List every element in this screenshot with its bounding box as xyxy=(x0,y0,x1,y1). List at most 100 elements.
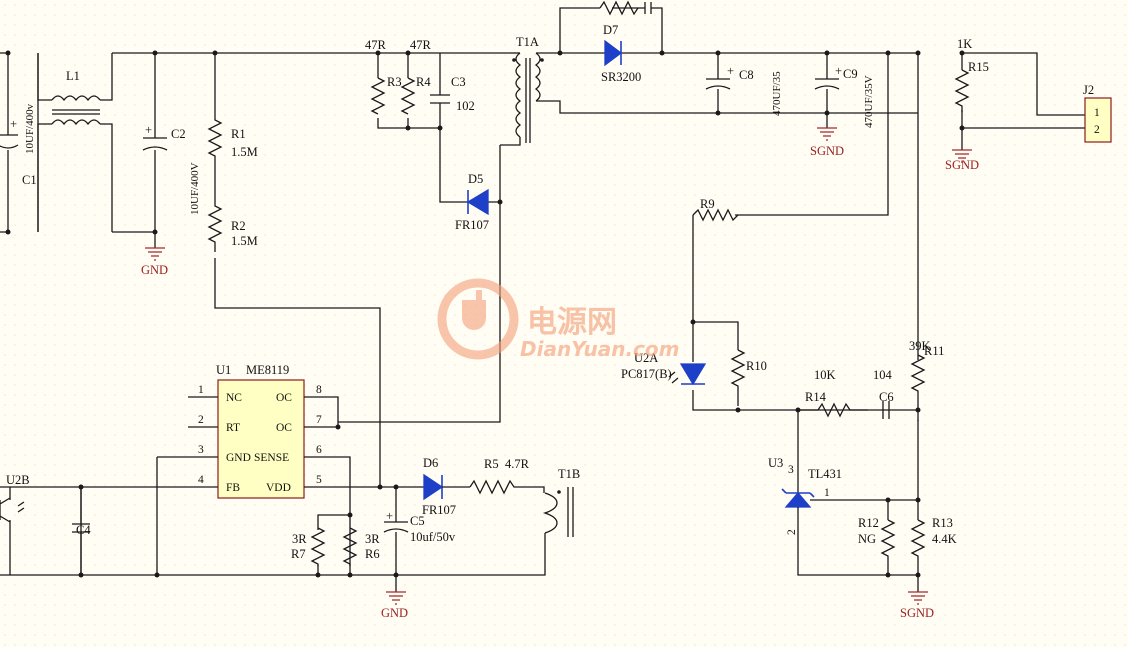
r2-to-vdd-wire xyxy=(214,258,381,487)
svg-text:3: 3 xyxy=(788,464,794,476)
r5-resistor: R5 4.7R xyxy=(469,457,545,495)
svg-text:GND: GND xyxy=(226,452,251,464)
r9-resistor: R9 xyxy=(690,197,739,350)
u3-tl431: U3 TL431 3 1 2 xyxy=(768,456,921,576)
svg-text:8: 8 xyxy=(316,384,322,396)
r2-resistor: R2 1.5M xyxy=(207,166,258,252)
svg-text:+: + xyxy=(386,509,393,523)
svg-text:4: 4 xyxy=(198,474,204,486)
r6-value: 3R xyxy=(365,532,380,546)
r11-ref: R11 xyxy=(924,344,944,358)
u2b-ref: U2B xyxy=(6,473,30,487)
svg-text:1: 1 xyxy=(824,487,830,499)
r2-ref: R2 xyxy=(231,219,246,233)
watermark-cn: 电源网 xyxy=(527,305,617,340)
svg-text:+: + xyxy=(835,64,842,78)
gnd1-label: GND xyxy=(141,263,168,277)
j2-ref: J2 xyxy=(1083,83,1094,97)
r1-ref: R1 xyxy=(231,127,246,141)
svg-text:RT: RT xyxy=(226,422,240,434)
u1-controller: U1 ME8119 1 2 3 4 NC RT GND FB 8 7 6 5 O… xyxy=(0,363,383,575)
r12-ref: R12 xyxy=(858,516,879,530)
r13-resistor: R13 4.4K SGND xyxy=(900,500,957,620)
sgnd1-label: SGND xyxy=(810,144,844,158)
r12-resistor: R12 NG xyxy=(858,500,896,578)
c3-capacitor: C3 102 xyxy=(378,52,510,131)
c4-capacitor: C4 xyxy=(72,487,91,575)
t1a-transformer: T1A xyxy=(500,35,918,146)
svg-text:1: 1 xyxy=(198,384,204,396)
u1-value: ME8119 xyxy=(246,363,289,377)
r13-ref: R13 xyxy=(932,516,953,530)
svg-text:FB: FB xyxy=(226,482,240,494)
svg-text:2: 2 xyxy=(786,529,798,535)
j2-connector: J2 1 2 xyxy=(962,52,1112,143)
gnd2-label: GND xyxy=(381,606,408,620)
u2b-phototransistor: U2B xyxy=(0,473,30,575)
c4-ref: C4 xyxy=(76,523,91,537)
c5-ref: C5 xyxy=(410,514,425,528)
r3-resistor: 47R R3 xyxy=(365,38,440,129)
d6-ref: D6 xyxy=(423,456,438,470)
c2-capacitor: + C2 10UF/400V GND xyxy=(112,50,201,277)
r4-value: 47R xyxy=(410,38,432,52)
l1-ref: L1 xyxy=(66,69,80,83)
r7-value: 3R xyxy=(292,532,307,546)
r3-ref: R3 xyxy=(387,75,402,89)
c1-capacitor: + 10UF/400v C1 xyxy=(0,50,39,235)
r2-value: 1.5M xyxy=(231,234,258,248)
c6-ref: C6 xyxy=(879,390,894,404)
r6-ref: R6 xyxy=(365,547,380,561)
r14-resistor: 10K R14 xyxy=(795,368,868,495)
r13-value: 4.4K xyxy=(932,532,957,546)
svg-text:1: 1 xyxy=(1094,107,1100,119)
svg-text:3: 3 xyxy=(198,444,204,456)
r11-value: 39K xyxy=(909,339,931,353)
d6-value: FR107 xyxy=(422,503,456,517)
svg-text:2: 2 xyxy=(1094,124,1100,136)
svg-text:7: 7 xyxy=(316,414,322,426)
svg-text:OC: OC xyxy=(276,422,292,434)
c9-ref: C9 xyxy=(843,67,858,81)
d5-diode: D5 FR107 xyxy=(338,128,503,423)
c2-value: 10UF/400V xyxy=(189,162,201,215)
d5-ref: D5 xyxy=(468,172,483,186)
c8-value: 470UF/35 xyxy=(771,71,783,116)
watermark-en: DianYuan.com xyxy=(520,337,679,361)
r5-value: 4.7R xyxy=(505,457,530,471)
r14-ref: R14 xyxy=(805,390,827,404)
svg-text:+: + xyxy=(10,117,17,131)
u2a-ref: U2A xyxy=(634,351,658,365)
u2a-value: PC817(B) xyxy=(621,367,672,381)
sgnd3-label: SGND xyxy=(900,606,934,620)
l1-inductor: L1 xyxy=(37,53,113,232)
svg-text:5: 5 xyxy=(316,474,322,486)
c6-capacitor: 104 C6 xyxy=(873,368,921,419)
r11-resistor: 39K R11 xyxy=(909,339,944,500)
t1b-transformer: T1B xyxy=(542,467,580,537)
sgnd2-label: SGND xyxy=(945,158,979,172)
r10-resistor: R10 xyxy=(730,349,767,413)
d7-diode: D7 SR3200 xyxy=(557,0,918,84)
c1-ref: C1 xyxy=(22,173,37,187)
svg-text:+: + xyxy=(727,64,734,78)
svg-text:OC: OC xyxy=(276,392,292,404)
t1a-ref: T1A xyxy=(516,35,539,49)
r10-ref: R10 xyxy=(746,359,767,373)
t1b-ref: T1B xyxy=(558,467,580,481)
r14-value: 10K xyxy=(814,368,836,382)
r6-resistor: 3R R6 xyxy=(342,527,380,578)
r12-value: NG xyxy=(858,532,876,546)
c6-value: 104 xyxy=(873,368,893,382)
d7-value: SR3200 xyxy=(601,70,641,84)
c8-ref: C8 xyxy=(739,68,754,82)
dianyuan-watermark: 电源网 DianYuan.com xyxy=(437,278,679,361)
r1-resistor: R1 1.5M xyxy=(207,110,258,166)
c5-capacitor: + C5 10uf/50v GND xyxy=(380,484,456,620)
r4-ref: R4 xyxy=(416,75,431,89)
c9-capacitor: + C9 470UF/35V SGND xyxy=(810,50,875,158)
u3-ref: U3 xyxy=(768,456,783,470)
c5-value: 10uf/50v xyxy=(410,530,456,544)
